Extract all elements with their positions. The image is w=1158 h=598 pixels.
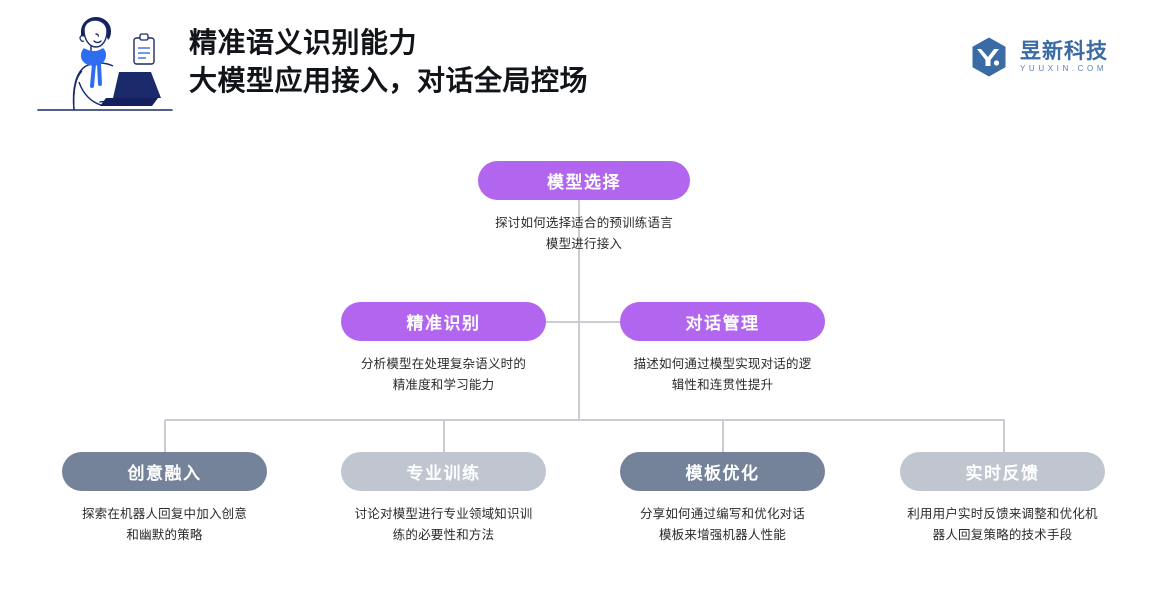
node-description-line-2: 模板来增强机器人性能 — [658, 528, 786, 542]
brand-name: 昱新科技 — [1020, 40, 1108, 63]
node-dialogue-management[interactable]: 对话管理 描述如何通过模型实现对话的逻 辑性和连贯性提升 — [620, 302, 825, 396]
brand-domain: YUUXIN.COM — [1020, 64, 1108, 73]
node-label[interactable]: 模型选择 — [478, 161, 690, 200]
title-line-2: 大模型应用接入，对话全局控场 — [189, 65, 589, 96]
node-description-line-1: 分析模型在处理复杂语义时的 — [360, 357, 527, 371]
connector-root-to-level3 — [578, 322, 580, 420]
connector-level3-horizontal — [165, 419, 1005, 421]
node-precise-recognition[interactable]: 精准识别 分析模型在处理复杂语义时的 精准度和学习能力 — [341, 302, 546, 396]
node-label[interactable]: 专业训练 — [341, 452, 546, 491]
hexagon-y-logo-icon — [968, 36, 1010, 78]
node-description-line-2: 练的必要性和方法 — [392, 528, 495, 542]
node-description-line-2: 和幽默的策略 — [126, 528, 203, 542]
node-description: 分享如何通过编写和优化对话 模板来增强机器人性能 — [620, 504, 825, 546]
node-label[interactable]: 创意融入 — [62, 452, 267, 491]
node-description: 讨论对模型进行专业领域知识训 练的必要性和方法 — [341, 504, 546, 546]
node-realtime-feedback[interactable]: 实时反馈 利用用户实时反馈来调整和优化机 器人回复策略的技术手段 — [900, 452, 1105, 546]
node-template-optimization[interactable]: 模板优化 分享如何通过编写和优化对话 模板来增强机器人性能 — [620, 452, 825, 546]
page-title: 精准语义识别能力 大模型应用接入，对话全局控场 — [189, 24, 809, 100]
connector-drop-training — [443, 420, 445, 455]
node-description: 分析模型在处理复杂语义时的 精准度和学习能力 — [341, 354, 546, 396]
node-creative-integration[interactable]: 创意融入 探索在机器人回复中加入创意 和幽默的策略 — [62, 452, 267, 546]
brand-text: 昱新科技 YUUXIN.COM — [1020, 40, 1108, 74]
node-description-line-1: 探讨如何选择适合的预训练语言 — [495, 216, 673, 230]
node-description-line-1: 描述如何通过模型实现对话的逻 — [633, 357, 812, 371]
connector-drop-feedback — [1003, 420, 1005, 455]
node-model-selection[interactable]: 模型选择 探讨如何选择适合的预训练语言 模型进行接入 — [478, 161, 690, 255]
node-description-line-2: 精准度和学习能力 — [392, 378, 495, 392]
node-label[interactable]: 精准识别 — [341, 302, 546, 341]
person-working-on-laptop-illustration — [34, 10, 176, 122]
node-label[interactable]: 对话管理 — [620, 302, 825, 341]
connector-drop-creative — [164, 420, 166, 455]
node-label[interactable]: 实时反馈 — [900, 452, 1105, 491]
node-description: 探索在机器人回复中加入创意 和幽默的策略 — [62, 504, 267, 546]
node-description: 探讨如何选择适合的预训练语言 模型进行接入 — [478, 213, 690, 255]
node-description-line-2: 器人回复策略的技术手段 — [932, 528, 1073, 542]
node-description: 利用用户实时反馈来调整和优化机 器人回复策略的技术手段 — [900, 504, 1105, 546]
node-description-line-1: 讨论对模型进行专业领域知识训 — [354, 507, 533, 521]
node-label[interactable]: 模板优化 — [620, 452, 825, 491]
node-description-line-1: 利用用户实时反馈来调整和优化机 — [907, 507, 1098, 521]
header: 精准语义识别能力 大模型应用接入，对话全局控场 昱新科技 YUUXIN.COM — [0, 0, 1158, 130]
title-line-1: 精准语义识别能力 — [189, 27, 418, 58]
brand-logo: 昱新科技 YUUXIN.COM — [968, 36, 1108, 78]
connector-root-down — [578, 200, 580, 322]
node-description: 描述如何通过模型实现对话的逻 辑性和连贯性提升 — [620, 354, 825, 396]
node-description-line-2: 模型进行接入 — [545, 237, 623, 251]
tree-diagram: 模型选择 探讨如何选择适合的预训练语言 模型进行接入 精准识别 分析模型在处理复… — [0, 130, 1158, 598]
node-description-line-2: 辑性和连贯性提升 — [671, 378, 774, 392]
node-description-line-1: 分享如何通过编写和优化对话 — [639, 507, 806, 521]
connector-drop-template — [722, 420, 724, 455]
node-description-line-1: 探索在机器人回复中加入创意 — [81, 507, 248, 521]
node-professional-training[interactable]: 专业训练 讨论对模型进行专业领域知识训 练的必要性和方法 — [341, 452, 546, 546]
